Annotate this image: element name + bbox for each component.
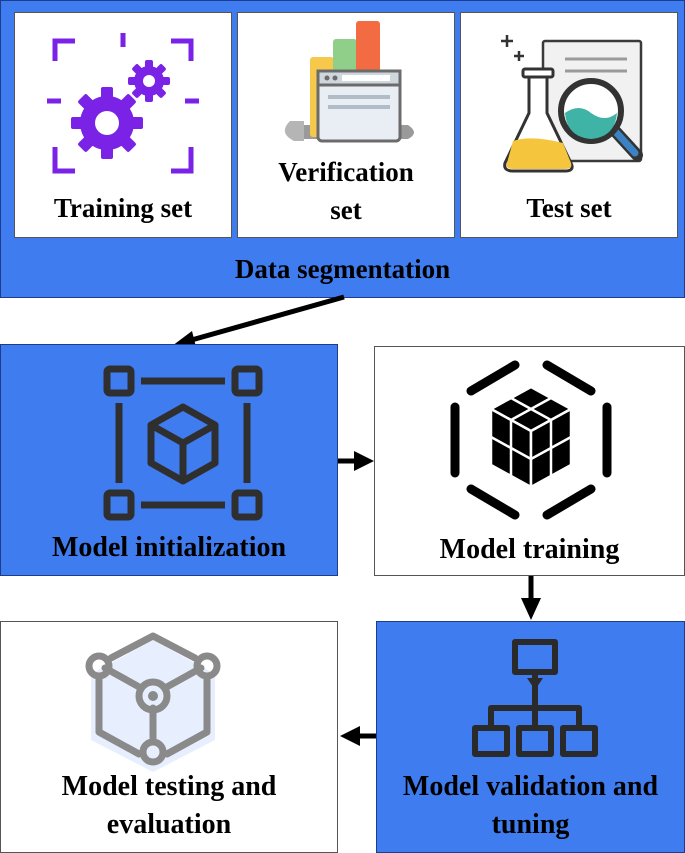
hierarchy-icon: [472, 639, 598, 757]
model-training-box: Model training: [374, 346, 685, 576]
verification-set-card: Verification set: [237, 12, 455, 238]
model-testing-box: Model testing and evaluation: [0, 621, 338, 853]
flask-magnifier-icon: [501, 35, 643, 173]
training-set-card: Training set: [14, 12, 232, 238]
cube-bounding-box-icon: [103, 365, 263, 521]
model-validation-label-line1: Model validation and: [402, 771, 659, 802]
model-initialization-label: Model initialization: [51, 532, 287, 563]
model-initialization-box: Model initialization: [0, 344, 338, 576]
model-validation-box: Model validation and tuning: [376, 621, 685, 853]
data-segmentation-title: Data segmentation: [234, 254, 451, 284]
test-set-label: Test set: [526, 193, 612, 223]
test-set-card: Test set: [460, 12, 678, 238]
model-validation-label-line2: tuning: [491, 809, 570, 840]
model-testing-label-line2: evaluation: [106, 809, 232, 840]
cubes-hexagon-icon: [450, 360, 612, 520]
model-training-label: Model training: [439, 534, 620, 565]
verification-set-label-line1: Verification: [278, 157, 414, 187]
verification-set-label-line2: set: [330, 195, 362, 225]
gears-icon: [47, 33, 199, 174]
bar-chart-browser-icon: [284, 21, 414, 143]
model-testing-label-line1: Model testing and: [61, 771, 277, 802]
training-set-label: Training set: [53, 193, 193, 223]
network-cube-icon: [85, 632, 221, 772]
